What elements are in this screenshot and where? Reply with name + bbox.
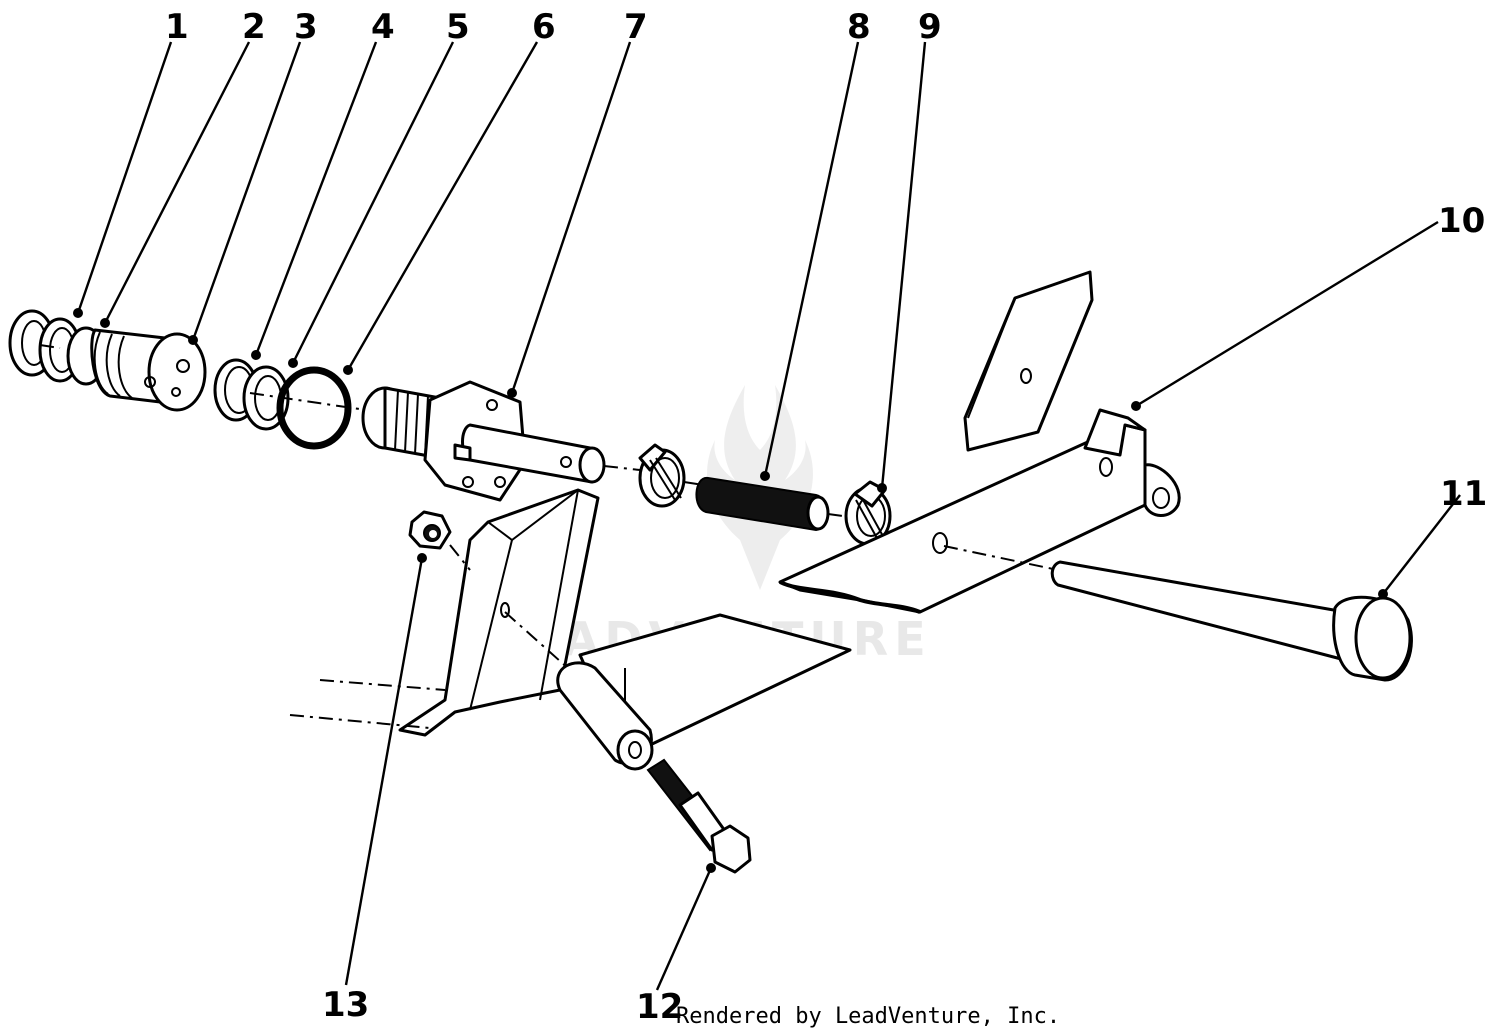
- callout-10: 10: [1438, 201, 1485, 241]
- part-9-hose-clamp-left: [638, 443, 686, 508]
- part-12-bolt: [646, 758, 752, 874]
- part-9-hose-clamp-right: [844, 480, 892, 546]
- callout-4: 4: [371, 7, 395, 47]
- part-6-large-o-ring: [276, 366, 352, 450]
- lever-arm: [289, 488, 600, 737]
- callout-2: 2: [242, 7, 266, 47]
- part-7-threaded-fitting: [361, 380, 606, 502]
- credit-text: Rendered by LeadVenture, Inc.: [676, 1004, 1060, 1029]
- callout-labels: 1 2 3 4 5 6 7 8 9 10 11 12 13: [165, 7, 1487, 1027]
- callout-11: 11: [1440, 474, 1487, 514]
- pivot-bracket: [556, 613, 852, 771]
- callout-5: 5: [446, 7, 470, 47]
- part-13-nut: [408, 510, 452, 550]
- callout-1: 1: [165, 7, 189, 47]
- part-8-hose: [695, 477, 830, 532]
- callout-8: 8: [847, 7, 871, 47]
- part-10-bracket: [778, 408, 1181, 614]
- part-3-valve-body: [66, 326, 207, 412]
- callout-3: 3: [294, 7, 318, 47]
- callout-leaders: [76, 41, 1461, 991]
- callout-dots: [73, 308, 1388, 873]
- callout-9: 9: [918, 7, 942, 47]
- mounting-plate: [963, 270, 1094, 452]
- callout-12: 12: [636, 987, 683, 1027]
- callout-7: 7: [624, 7, 648, 47]
- callout-13: 13: [322, 985, 369, 1025]
- callout-6: 6: [532, 7, 556, 47]
- part-11-pin: [1050, 560, 1413, 682]
